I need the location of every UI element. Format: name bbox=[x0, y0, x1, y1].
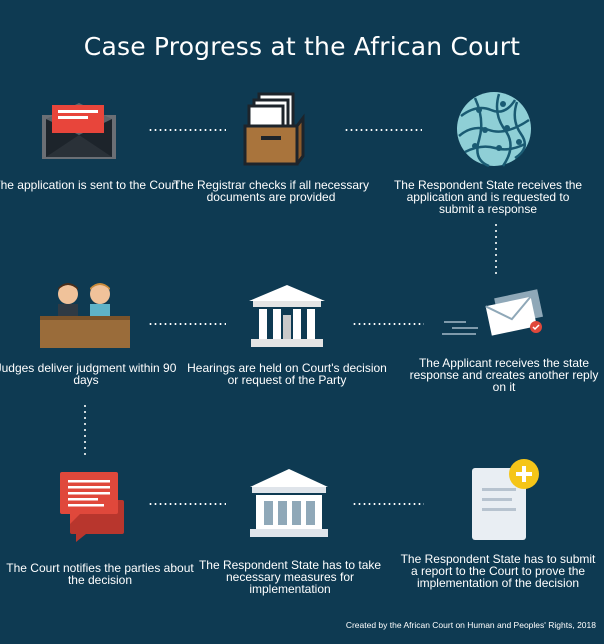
step-state-receives: The Respondent State receives the applic… bbox=[388, 90, 588, 215]
report-add-icon bbox=[472, 459, 539, 540]
document-box-icon bbox=[243, 92, 305, 166]
step-applicant-reply: The Applicant receives the state respons… bbox=[404, 287, 604, 397]
globe-network-icon bbox=[457, 92, 531, 168]
step-label: The application is sent to the Court bbox=[0, 178, 179, 192]
step-application-sent: The application is sent to the Court bbox=[0, 95, 186, 205]
step-state-report: The Respondent State has to submit a rep… bbox=[398, 458, 598, 603]
page-title: Case Progress at the African Court bbox=[83, 32, 521, 61]
step-label: Judges deliver judgment within 90 days bbox=[0, 361, 177, 387]
connector-dots bbox=[344, 129, 422, 131]
chat-notice-icon bbox=[60, 472, 124, 542]
step-label: The Respondent State has to take necessa… bbox=[198, 558, 382, 596]
connector-dots bbox=[148, 129, 226, 131]
courthouse-icon bbox=[249, 285, 325, 347]
step-hearings: Hearings are held on Court's decision or… bbox=[187, 283, 387, 393]
step-label: The Respondent State receives the applic… bbox=[393, 178, 583, 216]
government-building-icon bbox=[250, 469, 328, 537]
step-label: The Respondent State has to submit a rep… bbox=[400, 552, 596, 590]
step-label: The Applicant receives the state respons… bbox=[409, 356, 599, 394]
connector-dots bbox=[495, 222, 497, 274]
step-registrar-check: The Registrar checks if all necessary do… bbox=[171, 90, 371, 205]
step-state-measures: The Respondent State has to take necessa… bbox=[190, 467, 390, 596]
sent-mail-icon bbox=[442, 289, 544, 336]
judges-icon bbox=[40, 283, 130, 348]
connector-dots bbox=[148, 503, 226, 505]
step-label: Hearings are held on Court's decision or… bbox=[187, 361, 387, 387]
connector-dots bbox=[352, 323, 424, 325]
connector-dots bbox=[352, 503, 424, 505]
connector-dots bbox=[84, 403, 86, 455]
step-label: The Registrar checks if all necessary do… bbox=[172, 178, 370, 204]
connector-dots bbox=[148, 323, 226, 325]
step-label: The Court notifies the parties about the… bbox=[6, 561, 194, 587]
step-court-notifies: The Court notifies the parties about the… bbox=[0, 470, 200, 590]
envelope-icon bbox=[42, 103, 116, 159]
credit-text: Created by the African Court on Human an… bbox=[345, 620, 596, 630]
step-judgment: Judges deliver judgment within 90 days bbox=[0, 280, 186, 390]
